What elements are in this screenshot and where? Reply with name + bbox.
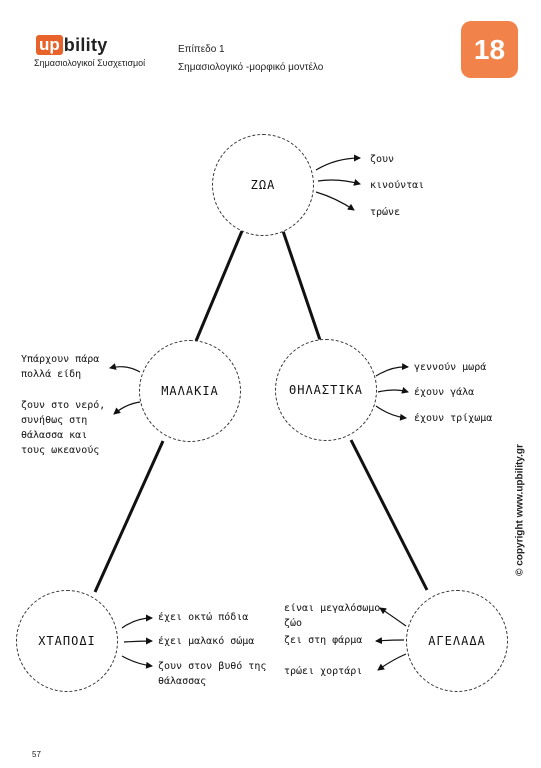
note-xtapodi-3-line1: ζουν στον βυθό της (158, 661, 267, 672)
arrow-xtapodi-1 (121, 614, 153, 629)
copyright-text: © copyright www.upbility.gr (514, 444, 526, 576)
arrow-zoa-3 (315, 191, 355, 211)
node-thilastika-label: ΘΗΛΑΣΤΙΚΑ (288, 383, 364, 397)
note-thilastika-1: γεννούν μωρά (414, 362, 487, 373)
link-malakia-xtapodi (93, 440, 165, 593)
note-zoa-1: ζουν (370, 154, 395, 165)
note-malakia-2-line4: τους ωκεανούς (21, 445, 100, 456)
node-thilastika: ΘΗΛΑΣΤΙΚΑ (275, 339, 377, 441)
logo: up bility (36, 34, 108, 56)
node-zoa: ΖΩΑ (212, 134, 314, 236)
arrow-agelada-3 (377, 653, 407, 671)
arrow-thilastika-3 (375, 405, 407, 421)
node-malakia-label: ΜΑΛΑΚΙΑ (161, 384, 219, 398)
note-malakia-2-line1: ζουν στο νερό, (21, 400, 106, 411)
note-malakia-1-line2: πολλά είδη (21, 369, 82, 380)
arrow-thilastika-2 (377, 386, 409, 394)
arrow-zoa-2 (317, 179, 361, 186)
arrow-malakia-2 (113, 401, 141, 415)
note-agelada-1: είναι μεγαλόσωμο ζώο (284, 601, 380, 631)
arrow-xtapodi-2 (123, 637, 153, 645)
logo-subtitle: Σημασιολογικοί Συσχετισμοί (34, 58, 146, 68)
page-subtitle: Σημασιολογικό -μορφικό μοντέλο (178, 62, 324, 73)
page-badge: 18 (461, 21, 518, 78)
node-agelada-label: ΑΓΕΛΑΔΑ (428, 634, 486, 648)
note-agelada-2: ζει στη φάρμα (284, 635, 363, 646)
link-thilastika-agelada (349, 439, 429, 591)
note-xtapodi-3-line2: θάλασσας (158, 676, 207, 687)
note-malakia-2-line3: θάλασσα και (21, 430, 88, 441)
note-agelada-3: τρώει χορτάρι (284, 666, 363, 677)
arrow-zoa-1 (315, 154, 361, 171)
node-xtapodi-label: ΧΤΑΠΟΔΙ (38, 634, 96, 648)
note-xtapodi-1: έχει οκτώ πόδια (158, 612, 249, 623)
note-zoa-2: κινούνται (370, 180, 425, 191)
logo-up-mark: up (36, 35, 63, 55)
link-zoa-thilastika (281, 230, 322, 341)
note-xtapodi-3: ζουν στον βυθό της θάλασσας (158, 659, 266, 689)
note-xtapodi-2: έχει μαλακό σώμα (158, 636, 255, 647)
arrow-agelada-1 (379, 607, 407, 627)
level-label: Επίπεδο 1 (178, 44, 225, 55)
arrow-xtapodi-3 (121, 655, 153, 669)
note-malakia-1: Υπάρχουν πάρα πολλά είδη (21, 352, 99, 382)
node-agelada: ΑΓΕΛΑΔΑ (406, 590, 508, 692)
note-malakia-2-line2: συνήθως στη (21, 415, 88, 426)
logo-wordmark: bility (63, 34, 108, 55)
page-number: 57 (32, 750, 41, 759)
link-zoa-malakia (194, 230, 244, 342)
note-thilastika-2: έχουν γάλα (414, 387, 475, 398)
arrow-malakia-1 (109, 363, 141, 373)
note-thilastika-3: έχουν τρίχωμα (414, 413, 493, 424)
note-agelada-1-line2: ζώο (284, 618, 303, 629)
note-zoa-3: τρώνε (370, 207, 401, 218)
node-zoa-label: ΖΩΑ (250, 178, 276, 192)
arrow-agelada-2 (375, 637, 405, 645)
node-malakia: ΜΑΛΑΚΙΑ (139, 340, 241, 442)
arrow-thilastika-1 (375, 363, 409, 377)
note-malakia-1-line1: Υπάρχουν πάρα (21, 354, 100, 365)
note-malakia-2: ζουν στο νερό, συνήθως στη θάλασσα και τ… (21, 398, 105, 458)
node-xtapodi: ΧΤΑΠΟΔΙ (16, 590, 118, 692)
note-agelada-1-line1: είναι μεγαλόσωμο (284, 603, 381, 614)
